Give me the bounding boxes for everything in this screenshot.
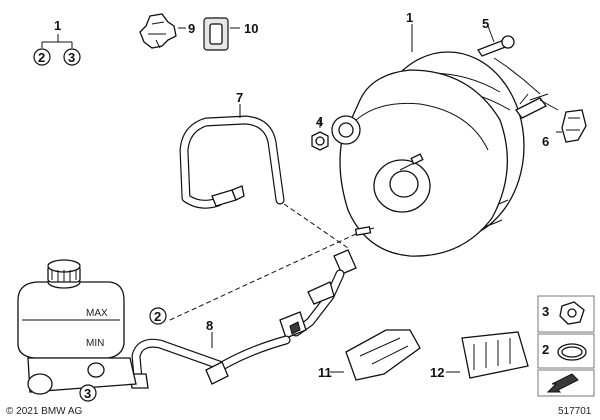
legend-2-label: 2: [542, 342, 549, 357]
legend-3-label: 3: [542, 304, 549, 319]
callout-2-top-label: 2: [38, 50, 45, 65]
brake-booster-part-1: 1: [331, 10, 549, 257]
grommet-part-10: 10: [203, 17, 258, 51]
assembly-line-hose: [283, 203, 349, 249]
callout-8-label: 8: [206, 318, 213, 333]
clevis-pin-part-5: 5: [477, 16, 541, 95]
callout-11-label: 11: [318, 365, 332, 380]
callout-4-label: 4: [316, 114, 324, 129]
reference-arrow-icon: [546, 373, 579, 393]
callout-12-label: 12: [430, 365, 444, 380]
callout-3-top-label: 3: [68, 50, 75, 65]
holder-part-12: 12: [430, 331, 529, 380]
legend-box-2: 2: [537, 333, 595, 369]
callout-2-mid-label: 2: [154, 309, 161, 324]
legend-box-arrow: [537, 369, 595, 397]
reservoir-min-mark: MIN: [86, 338, 104, 349]
nut-part-4: 4: [311, 114, 329, 151]
check-valve-part-2: 2: [149, 249, 357, 339]
callout-10-label: 10: [244, 21, 258, 36]
callout-1-top-label: 1: [54, 18, 61, 33]
callout-7-label: 7: [236, 90, 243, 105]
legend-box-3: 3: [537, 295, 595, 333]
master-cylinder-reservoir: MAX MIN 3: [17, 259, 137, 402]
reservoir-max-mark: MAX: [86, 308, 108, 319]
callout-3-lower-label: 3: [84, 386, 91, 401]
callout-group-1: 1 2 3: [33, 18, 81, 66]
clip-part-9: 9: [139, 13, 195, 49]
callout-5-label: 5: [482, 16, 489, 31]
copyright-text: © 2021 BMW AG: [6, 406, 83, 417]
callout-9-label: 9: [188, 21, 195, 36]
callout-1-label: 1: [406, 10, 413, 25]
vacuum-hose-part-7: 7: [179, 90, 285, 209]
callout-6-label: 6: [542, 134, 549, 149]
retaining-clip-part-6: 6: [539, 99, 587, 149]
bracket-part-11: 11: [318, 329, 421, 381]
diagram-number: 517701: [558, 406, 592, 417]
assembly-line-reservoir: [169, 233, 357, 321]
vacuum-hose-part-8: 8: [129, 318, 291, 389]
